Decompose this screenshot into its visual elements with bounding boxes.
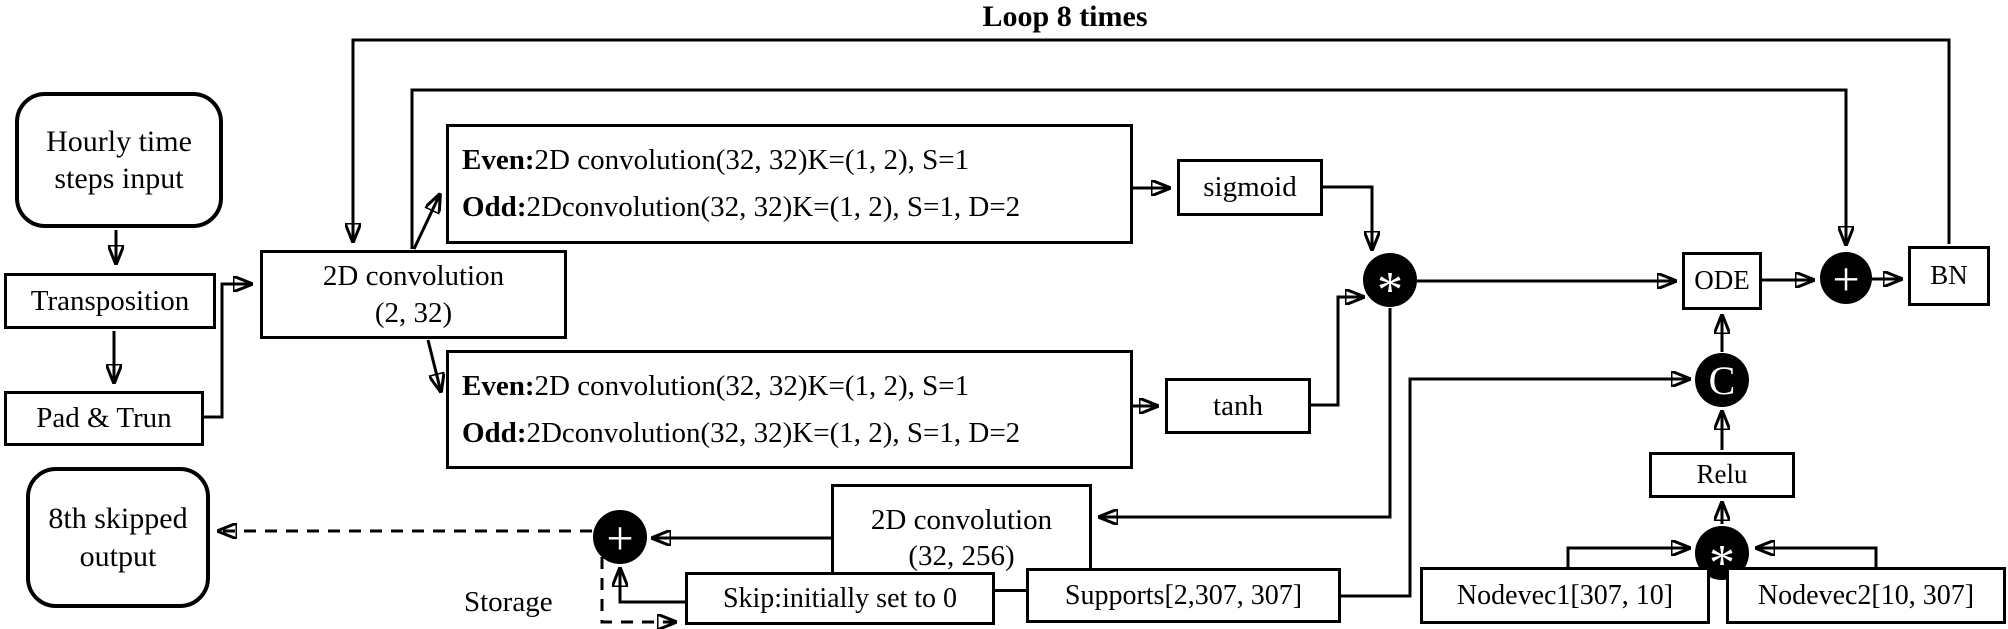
loop-label: Loop 8 times (982, 0, 1148, 33)
node-sigmoid: sigmoid (1177, 159, 1323, 216)
edge-nodevec2-to-mult2 (1756, 548, 1878, 567)
odd-line: Odd:2Dconvolution(32, 32)K=(1, 2), S=1, … (462, 191, 1021, 223)
hourly-input-line2: steps input (54, 162, 184, 195)
edge-supports-to-concat (1341, 379, 1690, 598)
hourly-input-line1: Hourly time (46, 124, 192, 158)
conv-2-32-line1: 2D convolution (322, 260, 505, 293)
edge-conv2-32-to-evenodd-top (412, 194, 440, 250)
node-pad-trun: Pad & Trun (4, 391, 204, 446)
edge-loop-bn-to-conv2-32 (353, 38, 1951, 244)
conv-32-256-line2: (32, 256) (908, 540, 1015, 572)
op-add-skip: + (593, 510, 647, 564)
even-line: Even:2D convolution(32, 32)K=(1, 2), S=1 (462, 144, 970, 177)
op-concat: C (1695, 353, 1749, 407)
edge-mult1-to-conv32-256 (1099, 308, 1392, 517)
sigmoid-label: sigmoid (1203, 171, 1297, 204)
conv-2-32-line2: (2, 32) (374, 296, 453, 329)
even-line: Even:2D convolution(32, 32)K=(1, 2), S=1 (462, 369, 970, 402)
op-add-residual: + (1820, 252, 1872, 304)
supports-label: Supports[2,307, 307] (1064, 580, 1303, 611)
node-relu: Relu (1649, 452, 1795, 498)
edge-padtrun-to-conv2-32 (203, 284, 252, 419)
edge-add2-to-skip-storage (600, 557, 676, 622)
relu-label: Relu (1696, 459, 1748, 490)
nodevec1-label: Nodevec1[307, 10] (1456, 580, 1674, 611)
node-skip: Skip:initially set to 0 (685, 572, 995, 625)
node-ode: ODE (1682, 252, 1762, 310)
odd-line: Odd:2Dconvolution(32, 32)K=(1, 2), S=1, … (462, 416, 1021, 449)
node-skipped-output: 8th skipped output (26, 467, 210, 608)
tanh-label: tanh (1213, 389, 1263, 422)
op-multiply-gate: * (1363, 253, 1417, 317)
storage-label: Storage (464, 586, 553, 618)
node-nodevec2: Nodevec2[10, 307] (1726, 567, 2006, 624)
skipped-output-line1: 8th skipped (48, 502, 188, 535)
edge-nodevec1-to-mult2 (1566, 548, 1690, 567)
skip-label: Skip:initially set to 0 (722, 583, 958, 614)
nodevec2-label: Nodevec2[10, 307] (1757, 580, 1975, 611)
edge-skip-to-add2 (620, 568, 685, 604)
node-transposition: Transposition (4, 273, 216, 329)
node-bn: BN (1908, 246, 1990, 306)
node-conv-2-32: 2D convolution (2, 32) (260, 250, 567, 339)
node-tanh: tanh (1165, 378, 1311, 434)
skipped-output-line2: output (79, 539, 157, 573)
edge-tanh-to-mult1 (1311, 297, 1364, 407)
node-evenodd-conv-bottom: Even:2D convolution(32, 32)K=(1, 2), S=1… (446, 350, 1133, 469)
pad-trun-label: Pad & Trun (36, 402, 172, 435)
bn-label: BN (1930, 260, 1968, 291)
node-nodevec1: Nodevec1[307, 10] (1420, 567, 1710, 624)
edge-conv2-32-to-evenodd-bottom (426, 339, 441, 392)
ode-label: ODE (1694, 265, 1750, 296)
node-supports: Supports[2,307, 307] (1026, 568, 1341, 623)
conv-32-256-line1: 2D convolution (870, 503, 1053, 536)
edge-sigmoid-to-mult1 (1323, 185, 1372, 250)
node-hourly-input: Hourly time steps input (15, 92, 223, 228)
transposition-label: Transposition (30, 284, 190, 317)
edge-residual-conv2-32-to-add1 (410, 88, 1846, 249)
node-evenodd-conv-top: Even:2D convolution(32, 32)K=(1, 2), S=1… (446, 124, 1133, 244)
